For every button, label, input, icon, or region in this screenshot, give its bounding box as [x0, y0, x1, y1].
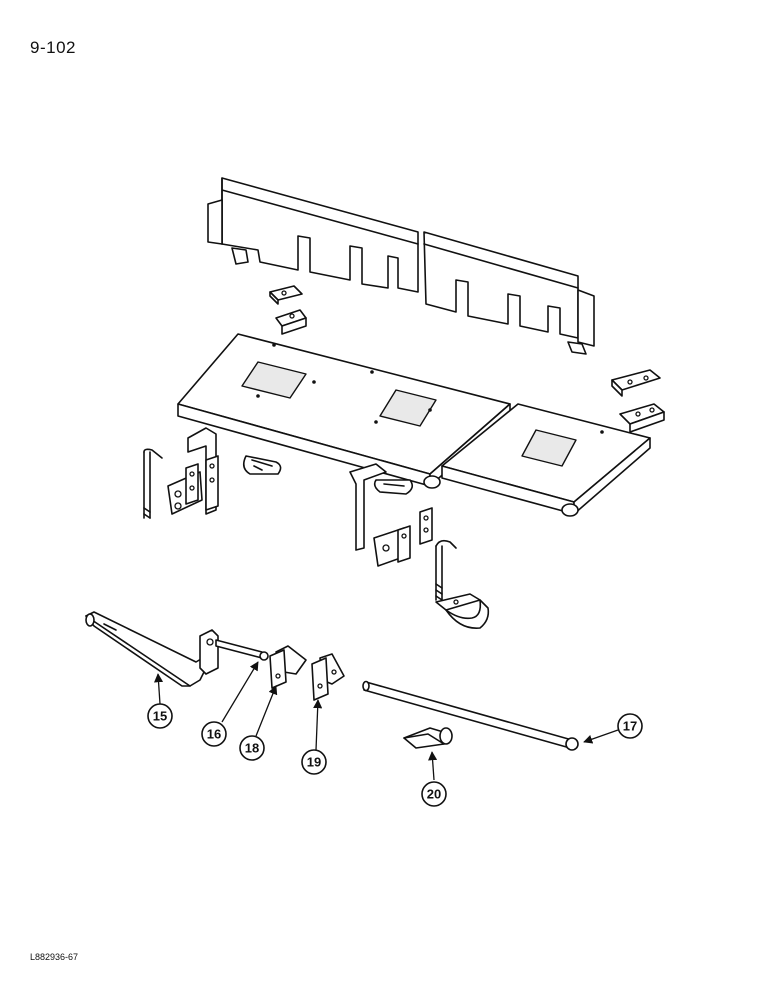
- callout-17: 17: [617, 713, 643, 739]
- left-shield-panel: [207, 177, 419, 293]
- callout-16: 16: [201, 721, 227, 747]
- callout-18: 18: [239, 735, 265, 761]
- callout-19: 19: [301, 749, 327, 775]
- leader-19: [313, 699, 323, 751]
- right-platform: [441, 403, 651, 517]
- center-support-assembly: [349, 463, 490, 629]
- right-shield-panel: [423, 231, 595, 355]
- leader-18: [255, 685, 278, 737]
- part-18-bracket: [269, 645, 307, 689]
- svg-text:17: 17: [623, 719, 637, 734]
- part-19-bracket: [311, 653, 345, 701]
- callout-20: 20: [421, 781, 447, 807]
- document-code: L882936-67: [30, 952, 79, 962]
- svg-text:20: 20: [427, 787, 441, 802]
- page-number: 9-102: [30, 38, 76, 57]
- part-20-block: [403, 727, 453, 749]
- svg-text:18: 18: [245, 741, 259, 756]
- svg-text:19: 19: [307, 755, 321, 770]
- callout-15: 15: [147, 703, 173, 729]
- long-shaft: [362, 680, 576, 750]
- left-support-assembly: [143, 427, 282, 519]
- part-17-cap: [565, 737, 579, 751]
- leader-16: [221, 661, 259, 723]
- svg-text:16: 16: [207, 727, 221, 742]
- leader-17: [583, 729, 619, 744]
- part-15-lever: [85, 611, 219, 687]
- part-16-pin: [215, 639, 269, 661]
- right-hinge-brackets: [611, 369, 665, 433]
- hinge-bracket: [269, 285, 307, 335]
- leader-15: [154, 673, 164, 705]
- leader-20: [428, 751, 438, 781]
- svg-text:15: 15: [153, 709, 167, 724]
